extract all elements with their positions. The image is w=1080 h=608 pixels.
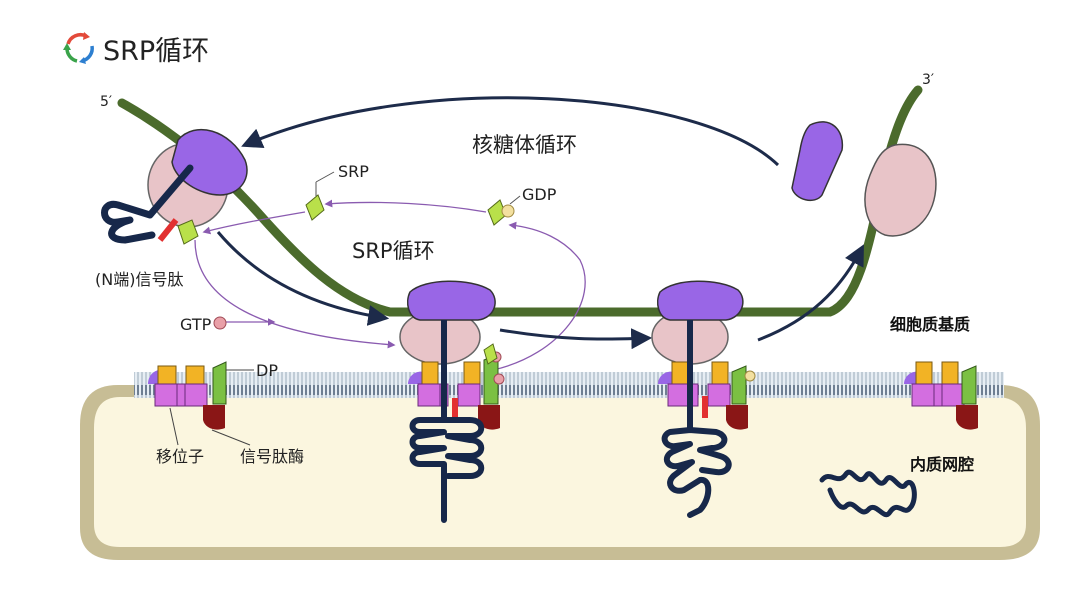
ribosome-cycle-arrow (241, 96, 780, 167)
translocon-right (904, 361, 978, 430)
large-subunit (407, 280, 496, 321)
nascent-peptide (661, 427, 732, 518)
large-subunit (657, 280, 744, 321)
free-ribosome-subunits (791, 121, 937, 237)
folded-protein (819, 469, 917, 517)
nascent-peptide (101, 164, 194, 244)
ribosome-docked-2 (651, 280, 756, 518)
srp-cycle-arrows (194, 199, 586, 371)
mrna-strand (117, 85, 923, 317)
ribosome-move-arrow-1 (216, 231, 390, 326)
gtp-molecule (213, 316, 227, 330)
er-lumen-label: 内质网腔 (910, 455, 974, 474)
dp-label: DP (256, 361, 278, 380)
ribosome-initial (101, 129, 248, 245)
header: SRP循环 (63, 32, 209, 67)
nascent-peptide (409, 417, 485, 523)
free-small-subunit (864, 143, 937, 237)
lipid-bilayer (134, 372, 1004, 398)
free-srp (305, 171, 335, 221)
translocon-label: 移位子 (156, 447, 204, 466)
signal-peptidase-pointer (211, 429, 251, 446)
translocon-left (148, 361, 227, 430)
cytoplasm-label: 细胞质基质 (890, 315, 970, 334)
three-prime-label: 3′ (922, 72, 934, 88)
ribosome-docked-1 (399, 280, 505, 523)
srp-gdp (487, 195, 521, 226)
signal-peptide-label: (N端)信号肽 (95, 270, 183, 289)
large-subunit (171, 129, 248, 196)
free-large-subunit (791, 121, 844, 202)
five-prime-label: 5′ (100, 94, 112, 110)
ribosome-cycle-label: 核糖体循环 (472, 133, 577, 157)
page-title: SRP循环 (103, 36, 209, 67)
er-membrane (80, 372, 1040, 560)
signal-peptidase-left (203, 405, 225, 430)
ribosome-move-arrow-2 (499, 328, 653, 350)
srp-cycle-label: SRP循环 (352, 239, 435, 263)
ribosome-release-arrow (757, 244, 864, 342)
srp-bound (177, 219, 199, 245)
cycle-arrows-icon (63, 32, 94, 64)
srp-label: SRP (338, 162, 369, 181)
gdp-label: GDP (522, 185, 557, 204)
signal-sequence (157, 218, 179, 242)
gtp-label: GTP (180, 315, 212, 334)
signal-peptidase-label: 信号肽酶 (240, 447, 304, 466)
gdp-molecule (501, 204, 515, 218)
translocon-pointer (169, 407, 179, 446)
